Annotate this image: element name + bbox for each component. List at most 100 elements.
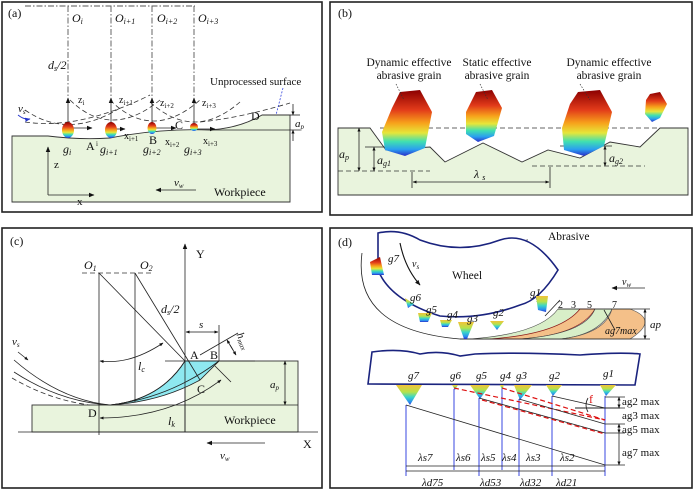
lambda-d32: λd32 — [519, 477, 542, 489]
wheel-arc-i-b — [24, 94, 151, 124]
radius-label-c: ds/2 — [161, 302, 179, 317]
lk-arc-arrow — [99, 379, 222, 420]
bottom-grain-g2 — [546, 385, 562, 396]
center-o-i: Oi — [72, 11, 83, 26]
workpiece-label-c: Workpiece — [224, 413, 276, 427]
lambda-d21: λd21 — [555, 477, 577, 489]
lambda-d75: λd75 — [421, 477, 444, 489]
angle-f-label: f — [589, 392, 593, 406]
bottom-grain-label-g4: g4 — [500, 370, 512, 382]
grain-label-i: gi — [63, 142, 71, 157]
point-b-c: B — [210, 348, 218, 362]
top-grain-g1 — [536, 296, 548, 312]
top-grain-label-g2: g2 — [493, 307, 505, 319]
wheel-speed-a: vs — [18, 103, 26, 116]
lambda-s4: λs4 — [501, 452, 517, 464]
wheel-speed-arrow-c — [17, 351, 29, 361]
grain-label-dynamic-2-line2: abrasive grain — [577, 70, 642, 82]
panel-c-frame — [1, 227, 323, 489]
center-o-i3: Oi+3 — [198, 11, 218, 26]
wheel-speed-c: vs — [12, 336, 20, 349]
axis-x-label-c: X — [303, 437, 312, 451]
depth-ap-c: ap — [270, 379, 280, 392]
panel-b-label: (b) — [338, 6, 352, 20]
point-d: D — [251, 109, 260, 123]
z-label-i1: zi+1 — [119, 95, 133, 107]
trajectory-g4-red — [501, 387, 606, 421]
top-grain-g3 — [458, 322, 474, 339]
trajectory-g7 — [405, 404, 606, 466]
grain-small — [645, 92, 667, 122]
grain-label-i3: gi+3 — [184, 142, 202, 157]
grain-dynamic-2 — [562, 90, 612, 156]
trajectory-g5-red — [481, 399, 606, 435]
z-label-i2: zi+2 — [160, 98, 174, 110]
grain-i3 — [190, 123, 198, 131]
radius-label: ds/2 — [48, 58, 66, 73]
center-o2: O2 — [140, 258, 153, 273]
lk-label: lk — [168, 414, 175, 429]
grain-label-dynamic-1-line1: Dynamic effective — [366, 57, 451, 69]
bottom-grain-label-g1: g1 — [603, 368, 614, 380]
point-c: C — [175, 118, 183, 132]
grain-dynamic-1 — [382, 90, 432, 156]
pointer-dynamic-2 — [579, 83, 591, 101]
lc-arc-arrow — [99, 342, 164, 364]
top-grain-label-g3: g3 — [467, 313, 479, 325]
hmax-arrow-up — [226, 339, 234, 351]
wheel-arc-i2 — [109, 99, 201, 122]
bottom-grain-label-g6: g6 — [450, 370, 462, 382]
lambda-s2: λs2 — [559, 452, 575, 464]
unprocessed-pointer — [275, 87, 284, 116]
grain-label-i1: gi+1 — [100, 142, 118, 157]
grain-label-i2: gi+2 — [143, 142, 161, 157]
wheel-label: Wheel — [452, 270, 482, 282]
chip-number-7: 7 — [612, 300, 617, 311]
grain-label-static-line1: Static effective — [462, 57, 531, 69]
point-d-c: D — [88, 406, 97, 420]
grain-static — [466, 90, 502, 142]
abrasive-label: Abrasive — [548, 231, 590, 243]
bottom-grain-g7 — [396, 385, 422, 405]
unprocessed-surface-label: Unprocessed surface — [210, 76, 301, 88]
bottom-grain-g5 — [470, 385, 490, 399]
point-a-i: i — [96, 140, 98, 148]
panel-b: (b) Dynamic effective abrasive grain Sta… — [329, 1, 693, 216]
lambda-s7: λs7 — [417, 452, 433, 464]
lambda-s6: λs6 — [455, 452, 471, 464]
work-speed-c: vw — [220, 450, 230, 463]
wheel-shape — [377, 230, 559, 318]
ag7max-line-top — [603, 309, 616, 331]
top-grain-label-g1: g1 — [530, 287, 541, 299]
chip-start-tick — [544, 299, 561, 317]
depth-ap-b: ap — [339, 147, 349, 162]
panel-c-label: (c) — [10, 234, 23, 248]
panel-d: (d) Abrasive Wheel vs vw g7 g6 g5 g4 — [329, 227, 693, 489]
top-grain-label-g7: g7 — [388, 253, 400, 265]
wheel-rotation-arrow — [399, 242, 421, 286]
workpiece-c-left — [31, 404, 186, 433]
grain-i1 — [105, 122, 117, 138]
wheel-arc-d — [199, 102, 291, 123]
bottom-grain-label-g3: g3 — [516, 370, 528, 382]
angle-arc — [585, 397, 589, 413]
ag1-label: ag1 — [377, 153, 391, 168]
top-grain-label-g4: g4 — [447, 309, 459, 321]
panel-a-label: (a) — [8, 6, 21, 20]
ag3max-label: ag3 max — [622, 410, 660, 422]
center-o-i1: Oi+1 — [115, 11, 135, 26]
point-b: B — [149, 133, 157, 147]
chip-number-5: 5 — [587, 300, 592, 311]
center-o1: O1 — [84, 258, 97, 273]
x-label-i2: xi+2 — [165, 137, 180, 149]
top-grain-g7 — [370, 257, 384, 275]
ag7max-label: ag7 max — [622, 447, 660, 459]
lc-label: lc — [138, 359, 145, 374]
trajectory-g2 — [551, 395, 606, 409]
ag7max-top-label: ag7max — [605, 326, 637, 337]
bottom-grain-label-g5: g5 — [476, 370, 488, 382]
grain-label-dynamic-2-line1: Dynamic effective — [566, 57, 651, 69]
axis-z-label: z — [54, 159, 59, 171]
work-speed-d: vw — [622, 277, 631, 289]
